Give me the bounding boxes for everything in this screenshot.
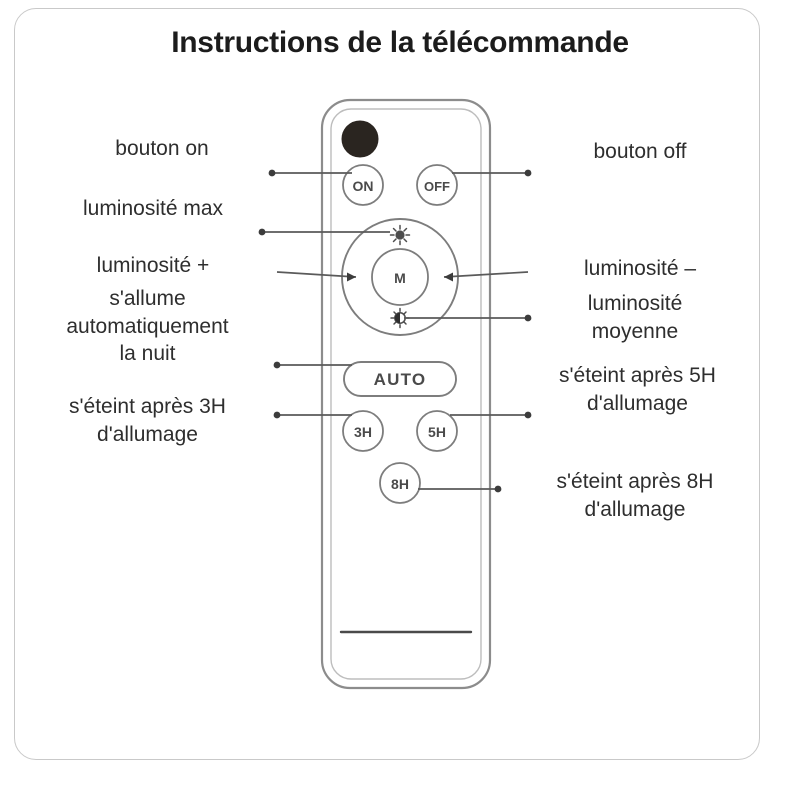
mode-button[interactable]: M bbox=[371, 248, 429, 306]
leader-line-luminosite-moins bbox=[443, 271, 529, 282]
callout-allume-auto-nuit: s'allume automatiquement la nuit bbox=[66, 287, 229, 366]
off-button[interactable]: OFF bbox=[416, 164, 458, 206]
auto-button-label: AUTO bbox=[374, 370, 427, 389]
callout-bouton-off: bouton off bbox=[593, 140, 687, 163]
leader-line-eteint-5h bbox=[450, 411, 532, 419]
callout-eteint-apres-8h: s'éteint après 8H d'allumage bbox=[556, 470, 714, 521]
callout-luminosite-max: luminosité max bbox=[82, 197, 224, 220]
leader-line-bouton-off bbox=[452, 169, 532, 177]
on-button[interactable]: ON bbox=[342, 164, 384, 206]
timer-8h-button-label: 8H bbox=[391, 476, 409, 492]
leader-line-luminosite-max bbox=[258, 228, 390, 236]
callout-luminosite-plus: luminosité + bbox=[96, 254, 210, 277]
timer-8h-button[interactable]: 8H bbox=[379, 462, 421, 504]
timer-3h-button[interactable]: 3H bbox=[342, 410, 384, 452]
leader-line-luminosite-plus bbox=[276, 271, 357, 282]
callout-luminosite-moyenne: luminosité moyenne bbox=[587, 292, 683, 343]
leader-line-luminosite-moyenne bbox=[404, 314, 532, 322]
callout-eteint-apres-5h: s'éteint après 5H d'allumage bbox=[559, 364, 716, 415]
brightness-max-icon[interactable] bbox=[389, 224, 411, 246]
on-button-label: ON bbox=[353, 178, 374, 194]
timer-5h-button-label: 5H bbox=[428, 424, 446, 440]
callout-eteint-apres-3h: s'éteint après 3H d'allumage bbox=[69, 395, 226, 446]
ir-emitter bbox=[341, 120, 379, 158]
off-button-label: OFF bbox=[424, 179, 450, 194]
auto-button[interactable]: AUTO bbox=[343, 361, 457, 397]
timer-3h-button-label: 3H bbox=[354, 424, 372, 440]
page-title: Instructions de la télécommande bbox=[171, 26, 629, 59]
mode-button-label: M bbox=[394, 270, 406, 286]
callout-luminosite-moins: luminosité – bbox=[583, 257, 697, 280]
callout-bouton-on: bouton on bbox=[115, 137, 209, 160]
leader-line-eteint-8h bbox=[418, 485, 502, 493]
brightness-medium-icon[interactable] bbox=[390, 307, 410, 329]
leader-line-allume-auto bbox=[273, 361, 352, 369]
leader-line-bouton-on bbox=[268, 169, 352, 177]
leader-line-eteint-3h bbox=[273, 411, 352, 419]
timer-5h-button[interactable]: 5H bbox=[416, 410, 458, 452]
